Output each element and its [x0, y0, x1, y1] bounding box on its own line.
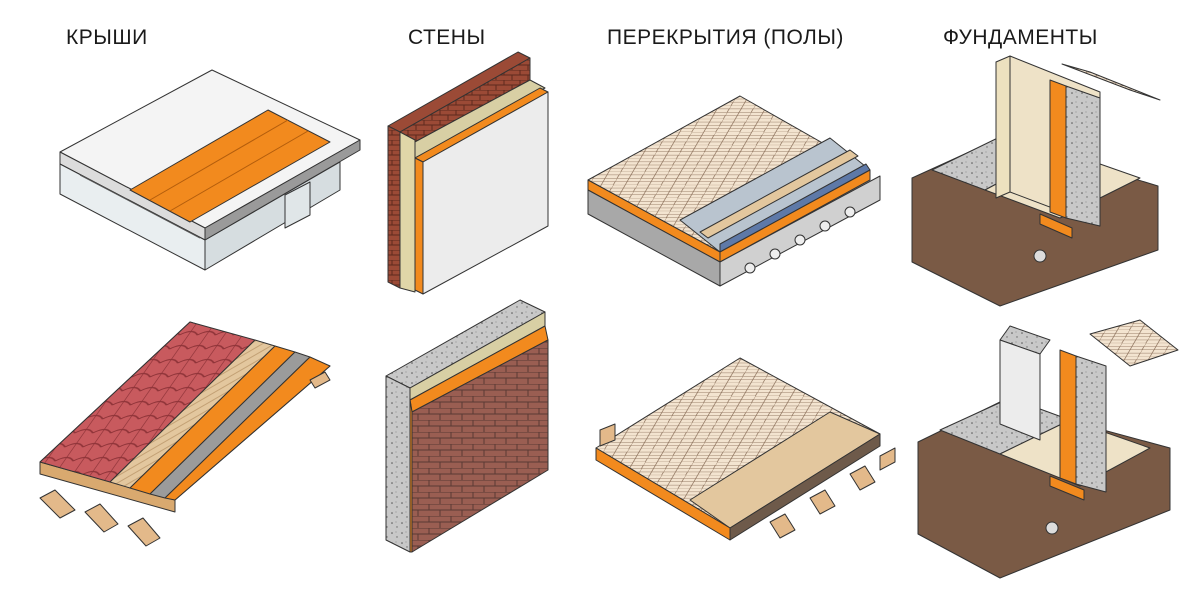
wall-brick-illustration [387, 51, 549, 295]
roof-flat-illustration [59, 69, 361, 271]
column-title-walls: СТЕНЫ [408, 26, 486, 49]
column-title-roofs: КРЫШИ [66, 26, 148, 49]
column-title-floors: ПЕРЕКРЫТИЯ (ПОЛЫ) [607, 26, 844, 49]
floor-joist-illustration [595, 357, 896, 541]
column-title-foundations: ФУНДАМЕНТЫ [943, 26, 1098, 49]
floor-slab-illustration [587, 95, 881, 287]
foundation-1-illustration [911, 55, 1161, 307]
roof-pitched-illustration [39, 321, 331, 547]
foundation-2-illustration [917, 319, 1179, 579]
wall-concrete-illustration [385, 299, 549, 553]
